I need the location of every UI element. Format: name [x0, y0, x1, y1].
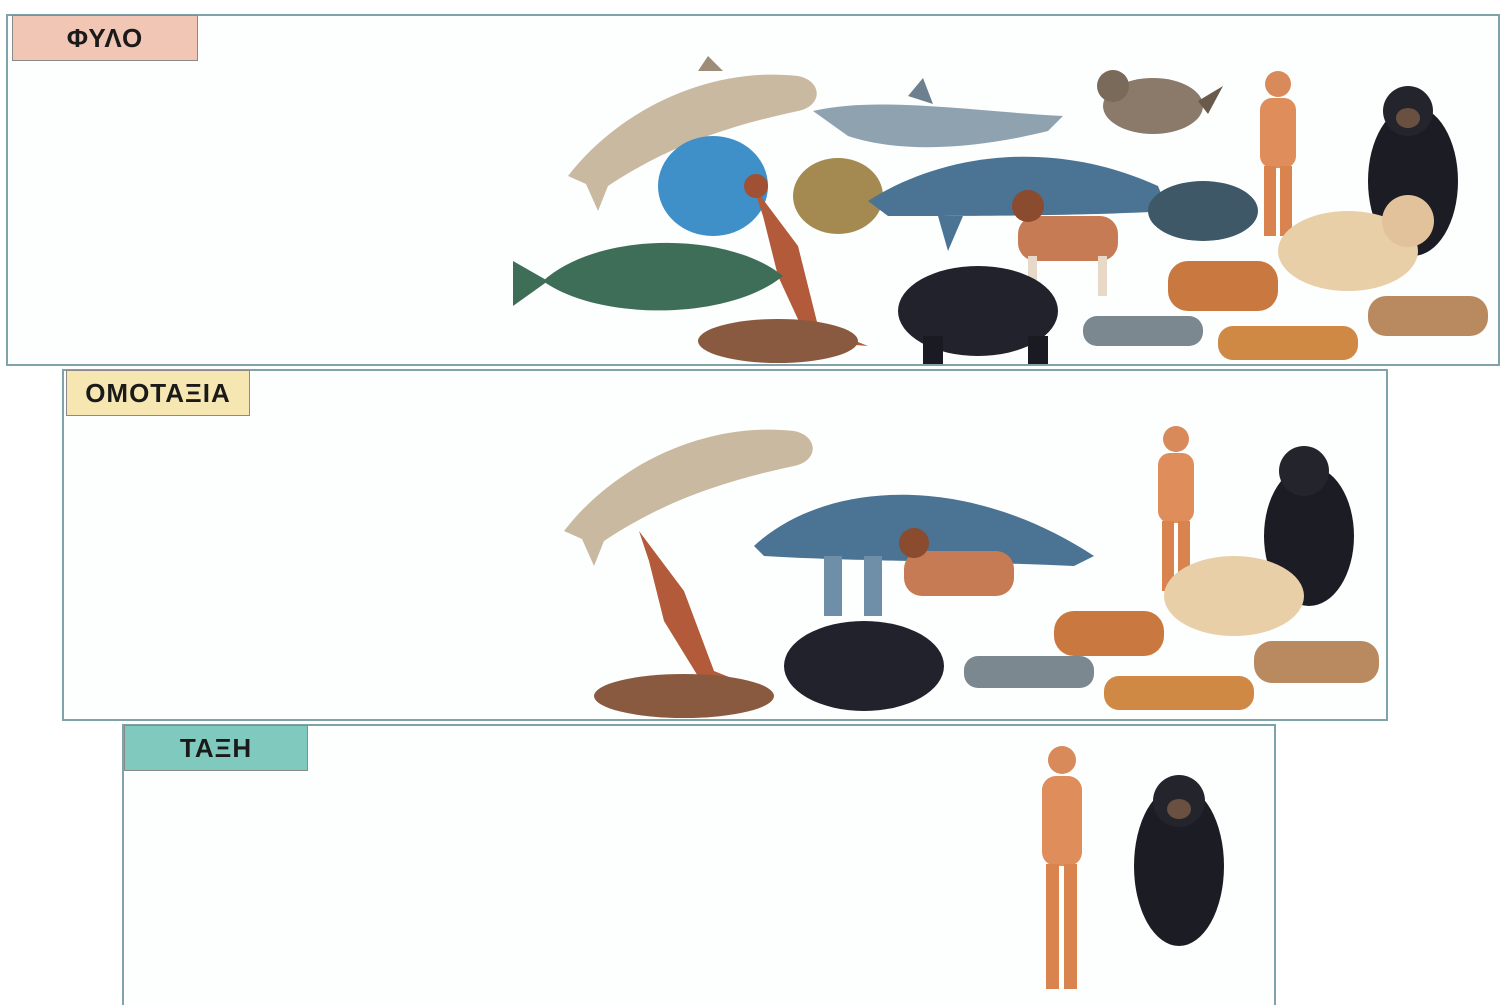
order-animals — [124, 726, 1278, 1007]
human-icon — [1260, 71, 1296, 236]
shark-icon — [813, 78, 1063, 147]
phylum-animals — [8, 16, 1502, 368]
class-panel: ΟΜΟΤΑΞΙΑ — [62, 369, 1388, 721]
wolf-icon — [1254, 641, 1379, 683]
lion-icon — [1164, 556, 1304, 636]
order-panel: ΤΑΞΗ — [122, 724, 1276, 1005]
kangaroo-icon — [639, 531, 764, 691]
bear-icon — [898, 266, 1058, 364]
frog-icon — [793, 158, 883, 234]
platypus-icon — [594, 674, 774, 718]
cat-icon — [964, 656, 1094, 688]
fish-icon — [513, 243, 783, 311]
class-animals — [64, 371, 1390, 723]
turtle-icon — [1148, 181, 1258, 241]
sparrow-icon — [1097, 70, 1223, 134]
chimpanzee-icon — [1134, 775, 1224, 946]
wolf-icon — [1368, 296, 1488, 336]
platypus-icon — [698, 319, 858, 363]
lion-icon — [1278, 195, 1434, 291]
phylum-panel: ΦΥΛΟ — [6, 14, 1500, 366]
cat-icon — [1083, 316, 1203, 346]
bear-icon — [784, 621, 944, 711]
human-icon — [1042, 746, 1082, 989]
